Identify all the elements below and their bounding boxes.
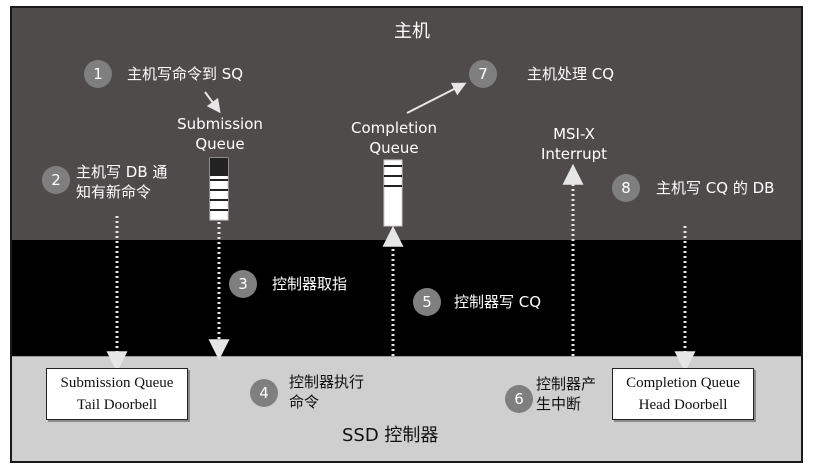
arrow-process-cq — [406, 82, 467, 114]
step-label-1: 主机写命令到 SQ — [127, 65, 244, 83]
ssd-controller-title: SSD 控制器 — [342, 425, 439, 446]
completion-queue-label: Completion Queue — [351, 119, 437, 157]
nvme-command-flow-diagram: 主机 SSD 控制器 Submission Queue Completion Q… — [10, 6, 803, 463]
submission-queue-label: Submission Queue — [177, 115, 263, 153]
cq-head-doorbell: Completion Queue Head Doorbell — [612, 368, 754, 420]
step-label-3: 控制器取指 — [272, 275, 348, 293]
bus-region — [12, 240, 801, 356]
submission-queue-icon — [209, 157, 229, 221]
msix-interrupt-label: MSI-X Interrupt — [540, 125, 608, 163]
step-badge-8: 8 — [612, 174, 640, 202]
arrow-write-sq — [204, 91, 221, 114]
step-label-4: 控制器执行 命令 — [289, 373, 365, 411]
host-title: 主机 — [394, 21, 430, 42]
step-badge-4: 4 — [250, 379, 278, 407]
step-badge-5: 5 — [413, 288, 441, 316]
step-label-5: 控制器写 CQ — [454, 293, 542, 311]
step-label-2: 主机写 DB 通 知有新命令 — [76, 163, 168, 201]
step-badge-3: 3 — [229, 270, 257, 298]
step-label-7: 主机处理 CQ — [527, 65, 615, 83]
step-badge-1: 1 — [84, 60, 112, 88]
step-label-8: 主机写 CQ 的 DB — [656, 179, 775, 197]
completion-queue-icon — [383, 159, 403, 227]
step-badge-2: 2 — [42, 166, 70, 194]
step-badge-6: 6 — [505, 385, 533, 413]
step-label-6: 控制器产 生中断 — [536, 375, 597, 413]
step-badge-7: 7 — [469, 60, 497, 88]
host-region — [12, 8, 801, 240]
sq-tail-doorbell: Submission Queue Tail Doorbell — [46, 368, 188, 420]
flow-connectors — [106, 82, 696, 373]
